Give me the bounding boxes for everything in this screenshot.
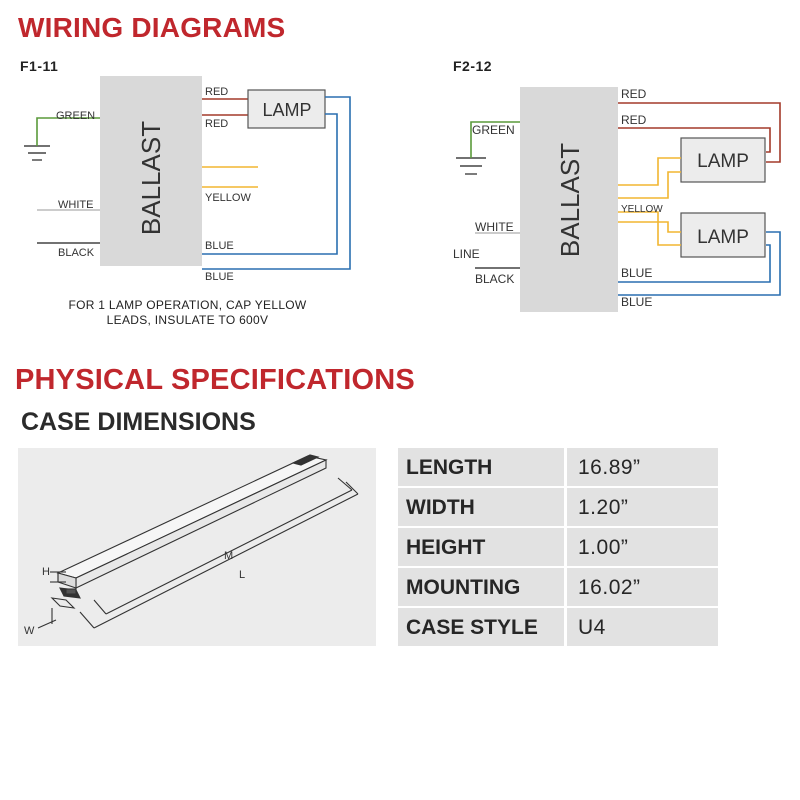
dim-label-h: H	[42, 566, 50, 578]
wiring-diagram-f2-12: BALLAST LAMP LAMP GREEN WHITE LINE BLACK…	[453, 87, 781, 312]
blue-wire-2a	[618, 244, 771, 283]
spec-label: MOUNTING	[398, 568, 564, 606]
ground-symbol-1	[24, 145, 50, 161]
ballast-label-2: BALLAST	[555, 143, 585, 257]
lamp-box-2a	[680, 137, 766, 183]
dim-label-w: W	[24, 625, 35, 637]
wiring-diagram-f1-11: BALLAST LAMP GREEN WHITE BLACK RED RED Y…	[24, 76, 351, 283]
wiring-diagrams-heading: WIRING DIAGRAMS	[18, 12, 286, 43]
spec-value: 1.00”	[567, 528, 718, 566]
blue-wire-1a	[202, 113, 338, 255]
lamp-label-1: LAMP	[262, 100, 311, 120]
label-blue-2b: BLUE	[621, 295, 652, 309]
spec-value: 16.02”	[567, 568, 718, 606]
yellow-wire-2c	[618, 211, 681, 246]
blue-wire-1b	[202, 96, 351, 270]
blue-wire-2b	[618, 231, 781, 296]
physical-specs-heading: PHYSICAL SPECIFICATIONS	[15, 364, 415, 396]
label-red-1b: RED	[205, 118, 228, 130]
dim-label-m: M	[224, 550, 233, 562]
label-blue-1a: BLUE	[205, 240, 234, 252]
lamp-label-2b: LAMP	[697, 227, 749, 248]
spec-label: LENGTH	[398, 448, 564, 486]
lamp-box-1	[247, 89, 326, 129]
ballast-box-1	[100, 76, 202, 266]
label-black-1: BLACK	[58, 247, 95, 259]
spec-value: 1.20”	[567, 488, 718, 526]
label-blue-1b: BLUE	[205, 271, 234, 283]
spec-row-width: WIDTH 1.20”	[398, 488, 718, 526]
label-white-2: WHITE	[475, 220, 514, 234]
spec-label: WIDTH	[398, 488, 564, 526]
diagram1-note: FOR 1 LAMP OPERATION, CAP YELLOW LEADS, …	[40, 298, 335, 328]
spec-row-mounting: MOUNTING 16.02”	[398, 568, 718, 606]
label-green-2: GREEN	[472, 123, 515, 137]
yellow-wire-2b	[618, 171, 681, 199]
label-red-2a: RED	[621, 87, 647, 101]
label-red-2b: RED	[621, 113, 647, 127]
note-line-2: LEADS, INSULATE TO 600V	[106, 313, 269, 327]
lamp-box-2b	[680, 212, 766, 258]
spec-row-height: HEIGHT 1.00”	[398, 528, 718, 566]
yellow-wire-2a	[618, 157, 681, 186]
label-black-2: BLACK	[475, 272, 514, 286]
yellow-wire-2d	[618, 221, 681, 233]
spec-row-length: LENGTH 16.89”	[398, 448, 718, 486]
spec-row-case-style: CASE STYLE U4	[398, 608, 718, 646]
red-wire-2b	[618, 127, 771, 153]
label-green-1: GREEN	[56, 110, 95, 122]
red-wire-2a	[618, 102, 781, 163]
case-dimension-drawing: H W M L	[24, 454, 359, 637]
label-red-1a: RED	[205, 86, 228, 98]
lamp-label-2a: LAMP	[697, 151, 749, 172]
specs-section: H W M L LENGTH 16.89” WIDTH 1.20” HEIGHT…	[18, 448, 718, 648]
case-dimensions-heading: CASE DIMENSIONS	[21, 408, 256, 436]
label-line-2: LINE	[453, 247, 480, 261]
note-line-1: FOR 1 LAMP OPERATION, CAP YELLOW	[68, 298, 307, 312]
label-white-1: WHITE	[58, 199, 93, 211]
green-wire-1	[36, 117, 100, 146]
label-blue-2a: BLUE	[621, 266, 652, 280]
diagram2-id: F2-12	[453, 58, 493, 74]
case-drawing-panel: H W M L	[18, 448, 376, 646]
label-yellow-2: YELLOW	[621, 204, 663, 215]
diagram1-id: F1-11	[20, 58, 59, 74]
green-wire-2	[470, 121, 520, 158]
ballast-box-2	[520, 87, 618, 312]
ground-symbol-2	[456, 157, 486, 175]
dim-label-l: L	[239, 569, 245, 581]
spec-label: HEIGHT	[398, 528, 564, 566]
ballast-label-1: BALLAST	[136, 121, 166, 235]
label-yellow-1: YELLOW	[205, 192, 251, 204]
spec-value: 16.89”	[567, 448, 718, 486]
spec-label: CASE STYLE	[398, 608, 564, 646]
spec-value: U4	[567, 608, 718, 646]
